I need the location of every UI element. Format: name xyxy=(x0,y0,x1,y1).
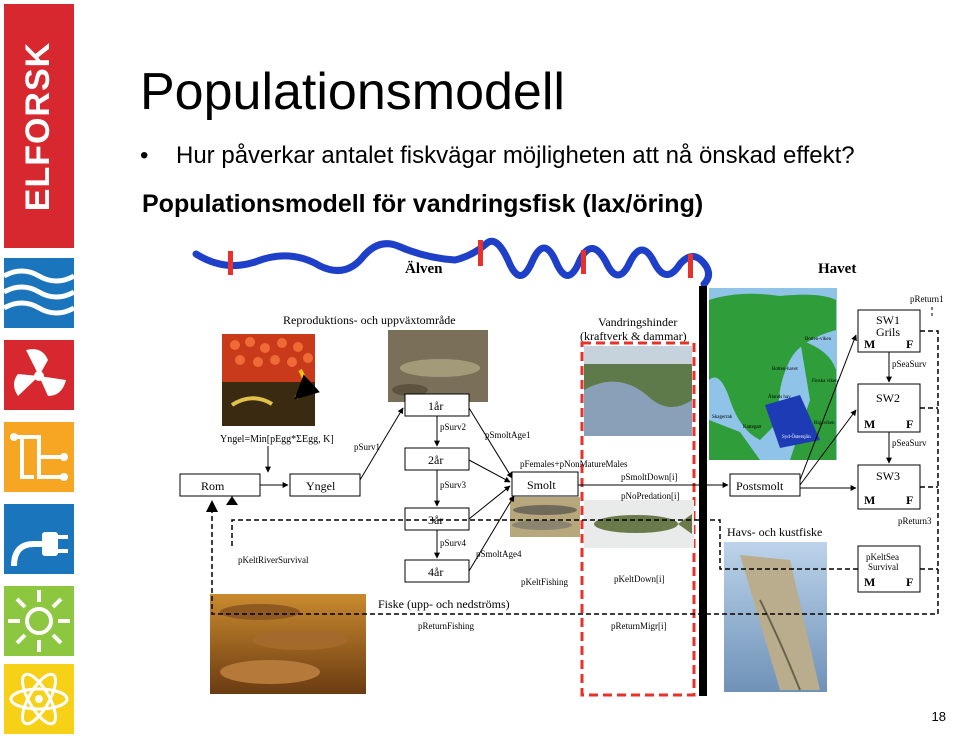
sex-m: M xyxy=(864,417,875,431)
baltic-map: Botten-viken Botten-havet Finska viken Å… xyxy=(709,288,838,460)
barrier-header: Vandringshinder xyxy=(598,315,677,329)
param-preturn3: pReturn3 xyxy=(898,516,932,526)
bullet-icon: • xyxy=(140,142,149,169)
bullet-text: Hur påverkar antalet fiskvägar möjlighet… xyxy=(176,142,855,169)
box-2ar-label: 2år xyxy=(428,453,443,467)
river-line xyxy=(192,237,713,288)
barrier-mark xyxy=(228,251,233,275)
fan-icon xyxy=(4,340,74,410)
param-pseasurv-b: pSeaSurv xyxy=(892,438,927,448)
box-yngel xyxy=(289,473,361,497)
sex-f: F xyxy=(906,337,913,351)
smolt-photo xyxy=(510,497,580,537)
param-psurv2: pSurv2 xyxy=(440,422,466,432)
sex-m: M xyxy=(864,493,875,507)
sex-m: M xyxy=(864,337,875,351)
map-label: Ålands hav xyxy=(768,394,791,400)
map-label: Skagerrak xyxy=(712,415,733,420)
param-psurv1: pSurv1 xyxy=(354,442,380,452)
param-psmoltdown: pSmoltDown[i] xyxy=(621,472,678,482)
sex-m: M xyxy=(864,575,875,589)
sex-f: F xyxy=(906,575,913,589)
barrier-mark xyxy=(688,254,693,278)
barrier-header-2: (kraftverk & dammar) xyxy=(580,329,687,343)
return-arrowhead xyxy=(206,500,218,512)
param-preturnfishing: pReturnFishing xyxy=(418,621,475,631)
atom-icon xyxy=(4,664,74,734)
sun-icon xyxy=(4,586,74,656)
box-sw2 xyxy=(857,383,921,433)
box-smolt xyxy=(511,471,579,497)
fishing-boat-photo xyxy=(724,542,827,692)
param-psmoltage1: pSmoltAge1 xyxy=(485,430,531,440)
box-kelt-label: pKeltSea xyxy=(866,552,899,562)
map-label: Finska viken xyxy=(812,379,838,384)
box-sw1 xyxy=(857,309,921,353)
divider-line xyxy=(699,286,707,696)
plug-icon xyxy=(4,504,74,574)
param-pkeltriver: pKeltRiverSurvival xyxy=(238,555,309,565)
box-smolt-label: Smolt xyxy=(527,478,556,492)
param-pseasurv-a: pSeaSurv xyxy=(892,359,927,369)
salmon-photo xyxy=(210,594,366,694)
sex-f: F xyxy=(906,417,913,431)
diagram-subtitle: Populationsmodell för vandringsfisk (lax… xyxy=(142,190,704,218)
page-number: 18 xyxy=(931,709,946,724)
map-label: Syd-Östersjön xyxy=(782,434,811,440)
param-pkeltfishing: pKeltFishing xyxy=(521,577,569,587)
param-pfemales: pFemales+pNonMatureMales xyxy=(520,459,628,469)
fish-photo-young xyxy=(388,330,488,402)
map-label: Rigaviken xyxy=(814,421,835,426)
box-4ar-label: 4år xyxy=(428,565,443,579)
fishing-label: Fiske (upp- och nedströms) xyxy=(378,597,510,611)
map-label: Kattegatt xyxy=(743,425,762,430)
egg-photo xyxy=(222,334,320,426)
slide-title: Populationsmodell xyxy=(140,63,565,121)
param-pnopredation: pNoPredation[i] xyxy=(621,491,680,501)
param-psurv4: pSurv4 xyxy=(440,538,467,548)
circuit-icon xyxy=(4,422,74,492)
return-arrowhead-2 xyxy=(226,496,238,505)
sea-label: Havet xyxy=(818,261,856,277)
sex-f: F xyxy=(906,493,913,507)
box-postsmolt-label: Postsmolt xyxy=(736,479,784,493)
waves-icon xyxy=(4,258,74,328)
param-pkeltdown: pKeltDown[i] xyxy=(614,574,665,584)
sidebar: ELFORSK xyxy=(0,0,76,736)
map-label: Botten-viken xyxy=(805,337,832,342)
pike-photo xyxy=(584,500,694,548)
coastal-header: Havs- och kustfiske xyxy=(727,525,822,539)
box-sw3-label: SW3 xyxy=(876,469,900,483)
elforsk-logo xyxy=(4,4,74,248)
param-psurv3: pSurv3 xyxy=(440,480,467,490)
barrier-mark xyxy=(581,250,586,274)
box-sw2-label: SW2 xyxy=(876,391,900,405)
map-label: Botten-havet xyxy=(772,367,798,372)
param-preturnmigr: pReturnMigr[i] xyxy=(611,621,667,631)
box-grils-label: Grils xyxy=(876,325,900,339)
box-3ar-label: 3år xyxy=(428,513,443,527)
egg-formula: Yngel=Min[pEgg*ΣEgg, K] xyxy=(220,434,334,445)
rapids-photo xyxy=(584,346,692,436)
river-label: Älven xyxy=(405,261,443,277)
box-sw3 xyxy=(857,464,921,510)
param-psmoltage4: pSmoltAge4 xyxy=(476,549,522,559)
param-preturn1: pReturn1 xyxy=(910,294,944,304)
box-kelt-label-2: Survival xyxy=(868,562,899,572)
box-yngel-label: Yngel xyxy=(306,479,336,493)
reproduction-header: Reproduktions- och uppväxtområde xyxy=(283,313,456,327)
box-rom-label: Rom xyxy=(201,479,225,493)
barrier-mark xyxy=(478,240,483,266)
box-1ar-label: 1år xyxy=(428,399,443,413)
box-sw1-label: SW1 xyxy=(876,313,900,327)
barrier-marks xyxy=(228,240,693,278)
